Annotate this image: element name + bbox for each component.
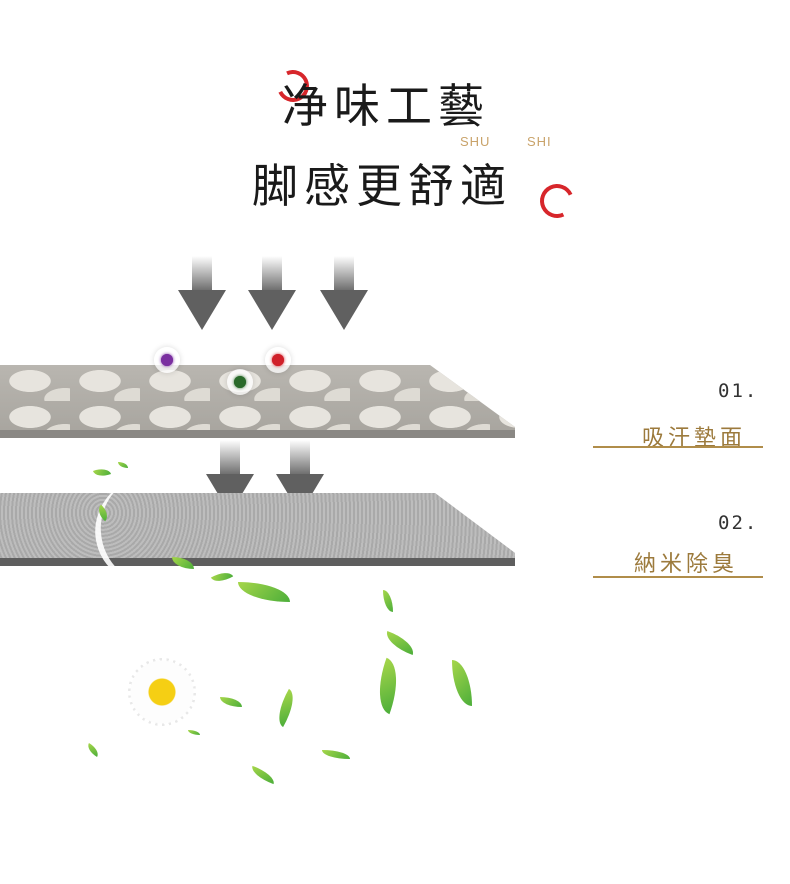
leaf-icon [322,750,350,759]
leaf-icon [188,730,200,735]
leaf-icon [270,688,302,728]
leaf-icon [84,743,102,757]
feature-number-1: 01. [718,380,759,402]
red-germ-icon [265,347,291,373]
purple-germ-icon [154,347,180,373]
daisy-flower-icon [128,658,196,726]
feature-number-2: 02. [718,512,759,534]
leaf-icon [383,590,393,612]
green-germ-icon [227,369,253,395]
title-line-1: 净味工藝 [282,79,490,133]
leaf-icon [118,462,128,468]
title-line-2: 脚感更舒適 [252,159,512,213]
leaf-icon [220,697,242,707]
leaf-icon [210,567,234,587]
absorbent-pad-edge [0,430,515,438]
absorbent-pad-layer [0,365,515,437]
deodorizing-foam-layer [0,493,515,559]
pinyin-shu: SHU [460,134,491,149]
down-arrow-icon [178,256,226,330]
down-arrow-icon [248,256,296,330]
pinyin-shi: SHI [527,134,552,149]
red-ring-decoration-bottom [535,179,579,223]
feature-underline-2 [593,576,763,578]
air-swirl-decoration [82,461,224,599]
down-arrow-icon [320,256,368,330]
leaf-icon [382,630,418,656]
leaf-icon [249,765,277,785]
deodorizing-foam-edge [0,558,515,566]
leaf-icon [92,465,112,480]
leaf-icon [238,582,290,602]
feature-underline-1 [593,446,763,448]
leaf-icon [452,660,472,706]
feature-label-2: 納米除臭 [634,552,739,577]
leaf-icon [368,657,408,715]
